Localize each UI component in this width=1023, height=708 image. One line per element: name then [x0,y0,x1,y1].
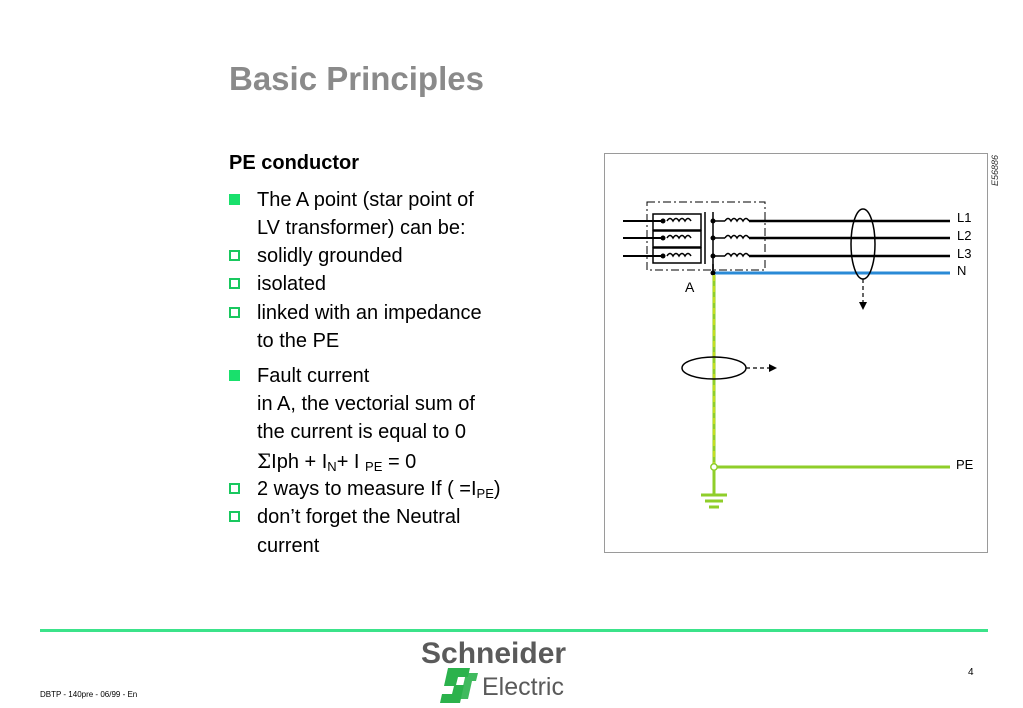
hollow-square-bullet-icon [229,511,240,522]
current-sensor-phases [850,208,876,280]
filled-square-bullet-icon [229,370,240,381]
formula-part: + I [336,451,366,473]
pe-conductor-diagram: L1 L2 L3 N A PE [604,153,988,553]
page-number: 4 [968,667,974,678]
bullet-text: 2 ways to measure If ( =IPE) [257,477,501,506]
label-l2: L2 [957,228,971,243]
formula-part: ) [493,478,501,500]
bullet-text: to the PE [257,330,340,352]
logo-mark-icon [440,668,478,703]
bullet-text: solidly grounded [257,245,403,267]
bullet-text: linked with an impedance [257,302,482,324]
formula-subscript: PE [476,486,494,501]
sigma-symbol: Σ [257,449,272,473]
slide-title: Basic Principles [229,60,484,97]
formula-text: ΣIph + IN+ I PE = 0 [257,449,416,479]
formula-subscript: PE [365,459,383,474]
filled-square-bullet-icon [229,194,240,205]
label-l1: L1 [957,210,971,225]
document-reference: DBTP - 140pre - 06/99 - En [40,690,138,699]
bullet-text: isolated [257,273,326,295]
circuit-drawing: L1 L2 L3 N A PE [623,201,974,509]
bullet-text: Fault current [257,365,370,387]
transformer-boundary [646,201,766,271]
label-l3: L3 [957,246,971,261]
formula-part: = 0 [382,451,417,473]
secondary-windings [712,212,750,272]
bullet-text: LV transformer) can be: [257,217,466,239]
star-point-a [710,270,716,276]
formula-part: Iph + I [271,451,328,473]
arrow-down-icon [859,302,867,310]
arrow-right-icon [769,364,777,372]
label-a: A [685,279,695,295]
label-n: N [957,263,966,278]
bullet-text: The A point (star point of [257,189,474,211]
bullet-text: in A, the vectorial sum of [257,393,475,415]
hollow-square-bullet-icon [229,278,240,289]
formula-subscript: N [327,459,337,474]
bullet-text: don’t forget the Neutral [257,506,461,528]
hollow-square-bullet-icon [229,250,240,261]
section-subtitle: PE conductor [229,152,360,174]
footer-divider [40,629,988,632]
label-pe: PE [956,457,974,472]
logo-text-schneider: Schneider [421,637,566,670]
primary-windings [652,212,706,264]
bullet-text: current [257,535,320,557]
formula-part: 2 ways to measure If ( =I [257,478,477,500]
hollow-square-bullet-icon [229,483,240,494]
schneider-electric-logo: Schneider Electric [421,637,566,703]
figure-code: E56886 [990,155,1000,187]
pe-node [710,463,718,471]
hollow-square-bullet-icon [229,307,240,318]
bullet-text: the current is equal to 0 [257,421,467,443]
logo-text-electric: Electric [482,673,564,701]
